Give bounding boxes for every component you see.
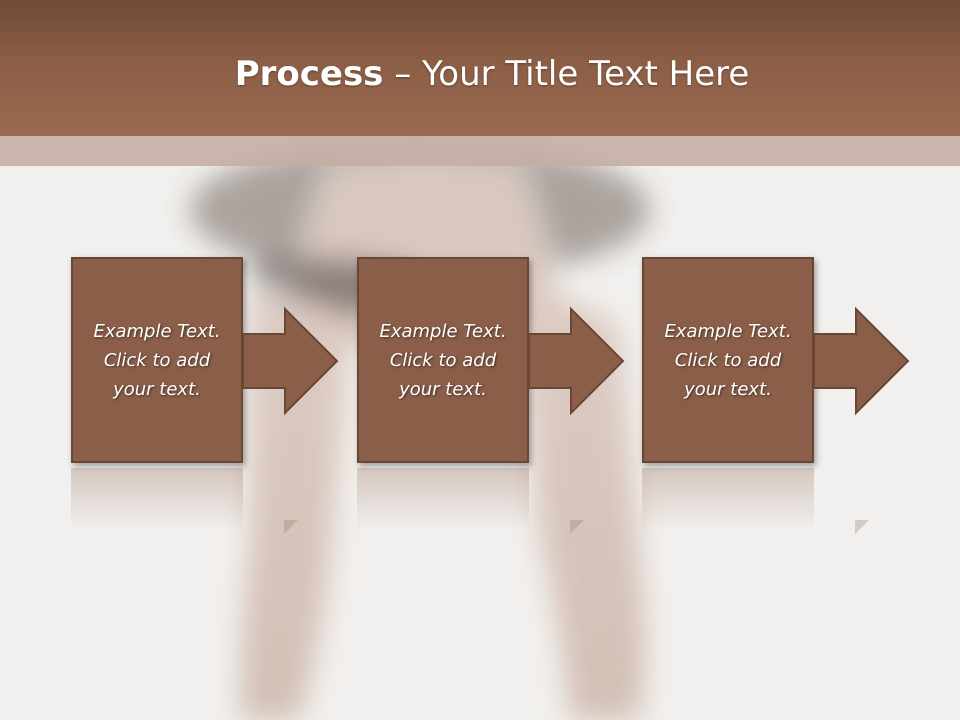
arrow-right-icon <box>528 306 625 416</box>
step-3-reflection <box>642 468 814 532</box>
header-bar <box>0 0 960 136</box>
arrow-right-icon <box>813 306 910 416</box>
step-2-text: Example Text. Click to add your text. <box>379 320 507 400</box>
slide-title[interactable]: Process – Your Title Text Here <box>0 52 960 96</box>
process-step-2[interactable]: Example Text. Click to add your text. <box>357 257 529 463</box>
header-band <box>0 136 960 166</box>
step-1-reflection <box>71 468 243 532</box>
process-step-1[interactable]: Example Text. Click to add your text. <box>71 257 243 463</box>
step-1-text: Example Text. Click to add your text. <box>93 320 221 400</box>
title-bold: Process <box>234 54 384 94</box>
step-3-text: Example Text. Click to add your text. <box>664 320 792 400</box>
title-rest: – Your Title Text Here <box>383 54 750 94</box>
arrow-reflection <box>855 520 869 534</box>
arrow-right-icon <box>242 306 339 416</box>
process-step-3[interactable]: Example Text. Click to add your text. <box>642 257 814 463</box>
arrow-reflection <box>570 520 584 534</box>
step-2-reflection <box>357 468 529 532</box>
arrow-reflection <box>284 520 298 534</box>
